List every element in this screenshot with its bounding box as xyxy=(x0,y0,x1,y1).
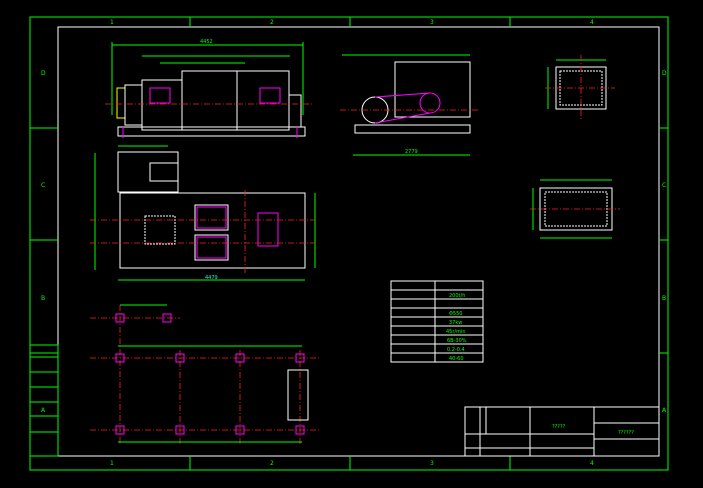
zone-dividers xyxy=(30,17,668,470)
title-block xyxy=(464,406,660,457)
row-label: A xyxy=(41,407,46,414)
column-label: 1 xyxy=(110,19,114,26)
row-label: D xyxy=(662,70,667,77)
spec-value: 6B-30% xyxy=(447,338,467,344)
side-view: 2779 xyxy=(340,54,480,156)
spec-value: 200t/h xyxy=(449,293,465,299)
column-label: 2 xyxy=(270,19,274,26)
detail-view-bottom xyxy=(530,179,620,239)
spec-table xyxy=(390,280,484,363)
plan-view: 4479 xyxy=(90,145,316,281)
revision-stamp-column xyxy=(29,344,59,457)
column-label: 3 xyxy=(430,19,434,26)
anchor-holes xyxy=(115,313,305,435)
row-label: B xyxy=(41,295,45,302)
drawing-name: ????? xyxy=(552,424,566,430)
front-view: 4452 xyxy=(105,39,312,138)
column-label: 4 xyxy=(590,460,594,467)
column-label: 2 xyxy=(270,460,274,467)
svg-text:2779: 2779 xyxy=(405,149,418,155)
row-label: C xyxy=(41,182,45,189)
svg-text:4479: 4479 xyxy=(205,275,218,281)
outer-frame xyxy=(29,16,669,471)
row-label: A xyxy=(662,407,667,414)
spec-value: 37kw xyxy=(449,320,462,326)
row-label: C xyxy=(662,182,666,189)
svg-text:4452: 4452 xyxy=(200,39,213,45)
detail-view-top xyxy=(545,55,615,120)
spec-value: 40-60 xyxy=(449,356,464,362)
row-label: D xyxy=(41,70,46,77)
column-label: 3 xyxy=(430,460,434,467)
column-label: 1 xyxy=(110,460,114,467)
inner-frame xyxy=(57,26,660,457)
row-label: B xyxy=(662,295,666,302)
spec-value: 45r/min xyxy=(446,329,466,335)
company-name: ?????? xyxy=(618,430,634,436)
spec-value: 0.2-0.4 xyxy=(447,347,465,353)
spec-value: Φ550 xyxy=(449,311,462,317)
column-label: 4 xyxy=(590,19,594,26)
foundation-plan xyxy=(90,304,320,445)
